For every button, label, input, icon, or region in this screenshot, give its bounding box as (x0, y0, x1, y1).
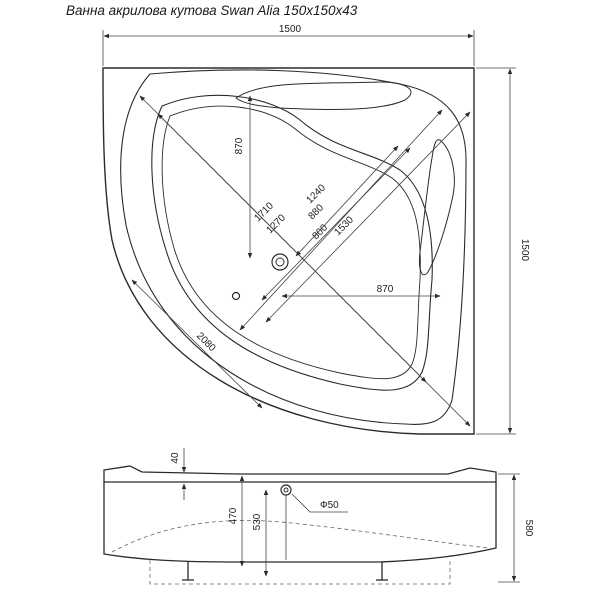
dim-1530: 1530 (332, 214, 356, 238)
side-body (103, 482, 497, 563)
leg-right (376, 562, 388, 581)
side-view: Ф50 40 470 530 580 (103, 448, 534, 585)
dim-470: 470 (228, 507, 239, 524)
side-bowl-dashed (111, 520, 489, 553)
dim-1240: 1240 (304, 182, 328, 206)
dim-880: 880 (306, 202, 326, 222)
dim-800: 800 (310, 222, 330, 242)
tub-outer-rim (102, 67, 475, 435)
dim-530: 530 (252, 513, 263, 530)
dim-drain-diameter: Ф50 (320, 500, 339, 511)
overflow-icon (231, 291, 241, 301)
drawing-title: Ванна акрилова кутова Swan Alia 150х150х… (66, 3, 358, 18)
side-rim (103, 465, 497, 483)
dim-height-right: 1500 (519, 239, 530, 262)
dim-40: 40 (170, 452, 181, 464)
dim-line-1530 (265, 111, 471, 323)
drain-icon (271, 253, 289, 271)
dim-2080: 2080 (194, 330, 218, 354)
dim-870-vertical: 870 (234, 137, 245, 154)
dim-580: 580 (523, 520, 534, 537)
armrest-top (235, 81, 412, 110)
dim-870-horizontal: 870 (377, 284, 394, 295)
dim-width-top: 1500 (279, 24, 302, 35)
side-overflow-icon (280, 484, 292, 496)
leg-left (182, 562, 194, 581)
top-view: 1500 1500 870 870 1710 1270 1240 880 800… (102, 24, 530, 435)
dim-line-2080 (131, 279, 263, 409)
